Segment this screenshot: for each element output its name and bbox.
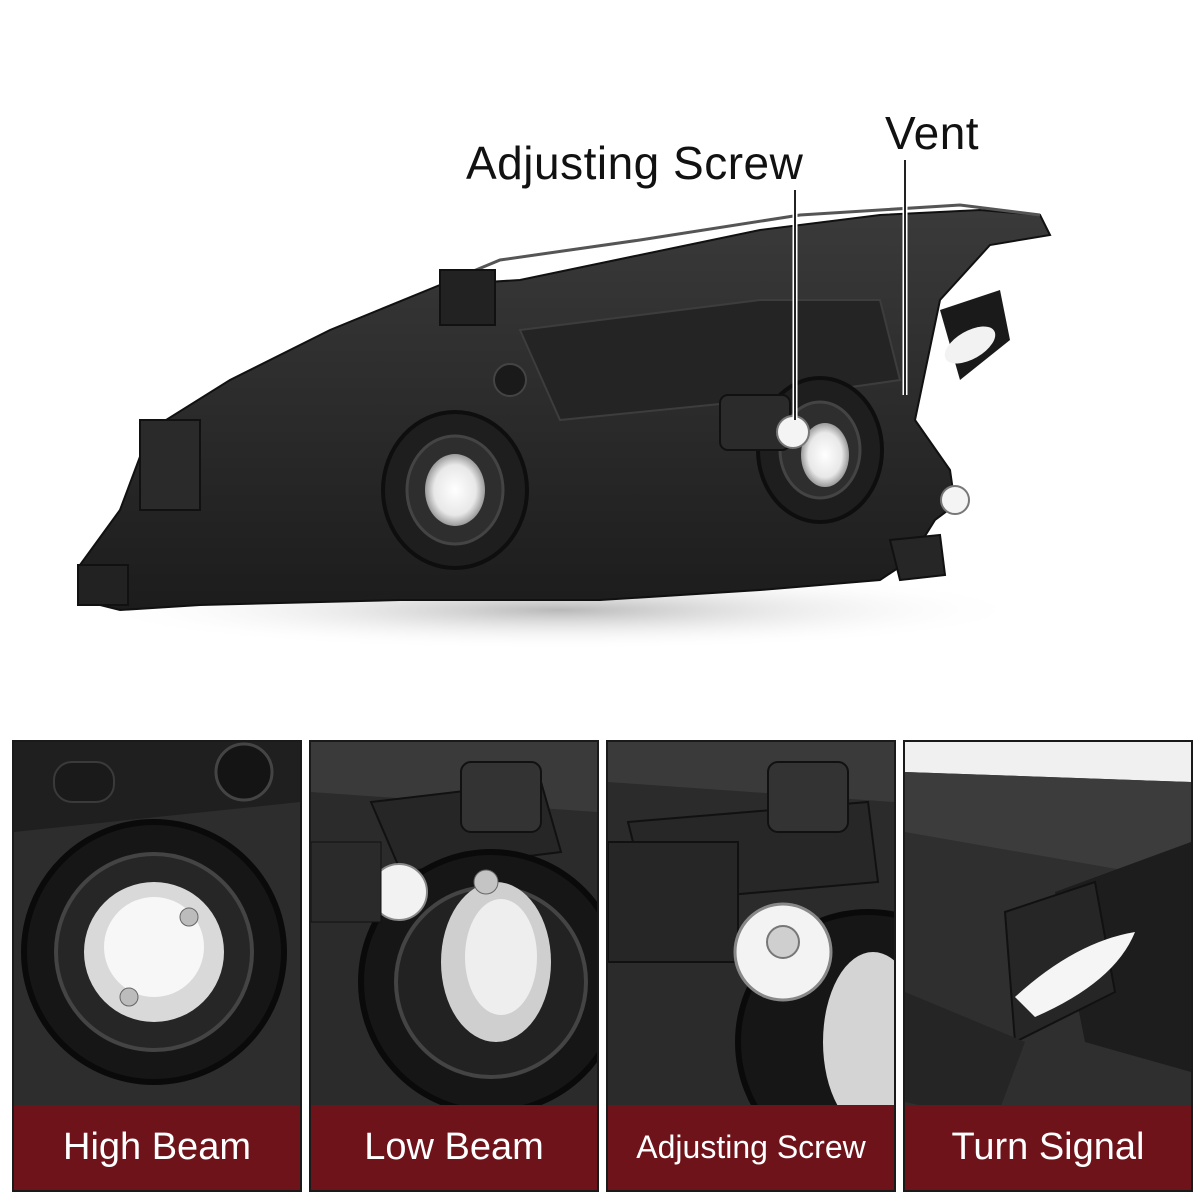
panel-turn-signal: Turn Signal (903, 740, 1193, 1192)
turn-signal-caption: Turn Signal (905, 1105, 1191, 1190)
detail-panels: High Beam Low Beam (12, 740, 1193, 1192)
adjusting-screw-caption: Adjusting Screw (608, 1105, 894, 1190)
adjusting-screw-callout-label: Adjusting Screw (466, 137, 804, 189)
panel-adjusting-screw: Adjusting Screw (606, 740, 896, 1192)
vent-callout-label: Vent (885, 107, 980, 159)
high-beam-caption: High Beam (14, 1105, 300, 1190)
panel-high-beam: High Beam (12, 740, 302, 1192)
headlight-assembly-photo (77, 160, 1052, 650)
low-beam-caption: Low Beam (311, 1105, 597, 1190)
panel-low-beam: Low Beam (309, 740, 599, 1192)
